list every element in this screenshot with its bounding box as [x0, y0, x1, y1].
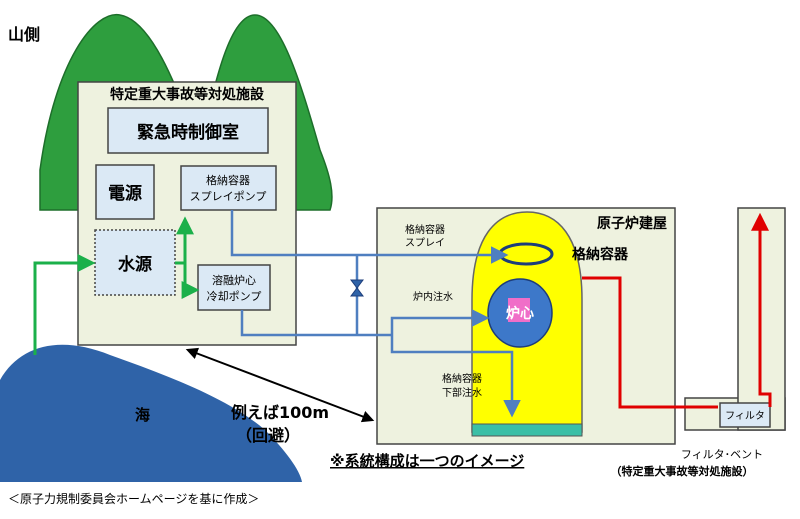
- sea-shape: [0, 344, 302, 482]
- water-to-cooling-line: [181, 263, 200, 299]
- filter-label: フィルタ: [725, 410, 765, 422]
- spray-pump-box: [180, 165, 277, 211]
- control-room-box: [107, 107, 269, 154]
- filter-vent-label-2: （特定重大事故等対処施設）: [611, 464, 754, 478]
- vent-line-stack: [751, 212, 772, 407]
- core-fuel: [508, 298, 530, 322]
- cooling-pump-box: [197, 264, 271, 311]
- lower-floor-pool: [471, 423, 583, 437]
- lower-injection-label-2: 下部注水: [442, 386, 482, 399]
- containment-label: 格納容器: [572, 246, 629, 263]
- mountain-side-label: 山側: [8, 25, 40, 44]
- spray-pump-label-2: スプレイポンプ: [190, 190, 267, 203]
- reactor-building-label: 原子炉建屋: [597, 215, 667, 232]
- sea-intake-line: [33, 254, 96, 355]
- cooling-pump-label-1: 溶融炉心: [212, 273, 256, 287]
- in-core-injection-line: [390, 309, 490, 335]
- spray-label-1: 格納容器: [405, 223, 445, 236]
- water-label: 水源: [118, 254, 152, 275]
- filter-box: [719, 402, 771, 428]
- water-supply-lines: [33, 216, 200, 355]
- avoid-label: （回避）: [236, 426, 300, 445]
- spray-pump-label-1: 格納容器: [206, 173, 250, 187]
- vent-line: [582, 212, 772, 409]
- spray-label-2: スプレイ: [405, 237, 445, 249]
- valve-icon: [350, 279, 364, 297]
- distance-arrow: [185, 347, 375, 423]
- cooling-pump-label-2: 冷却ポンプ: [207, 290, 262, 303]
- sea-label: 海: [135, 406, 150, 424]
- vent-line-to-filter: [582, 276, 718, 409]
- spray-line: [230, 210, 509, 264]
- control-room-label: 緊急時制御室: [137, 122, 239, 143]
- note-label: ※系統構成は一つのイメージ: [330, 452, 524, 470]
- power-label: 電源: [108, 183, 142, 204]
- lower-injection-label-1: 格納容器: [442, 372, 482, 385]
- in-core-injection-label: 炉内注水: [413, 290, 453, 303]
- source-label: ＜原子力規制委員会ホームページを基に作成＞: [8, 491, 259, 506]
- core-label: 炉心: [506, 305, 534, 322]
- lower-injection-line: [390, 335, 521, 418]
- power-box: [95, 164, 155, 220]
- facility-title: 特定重大事故等対処施設: [110, 86, 265, 103]
- cooling-main-line: [240, 310, 392, 337]
- filter-vent-label-1: フィルタ･ベント: [681, 448, 763, 461]
- distance-label: 例えば100m: [231, 403, 329, 422]
